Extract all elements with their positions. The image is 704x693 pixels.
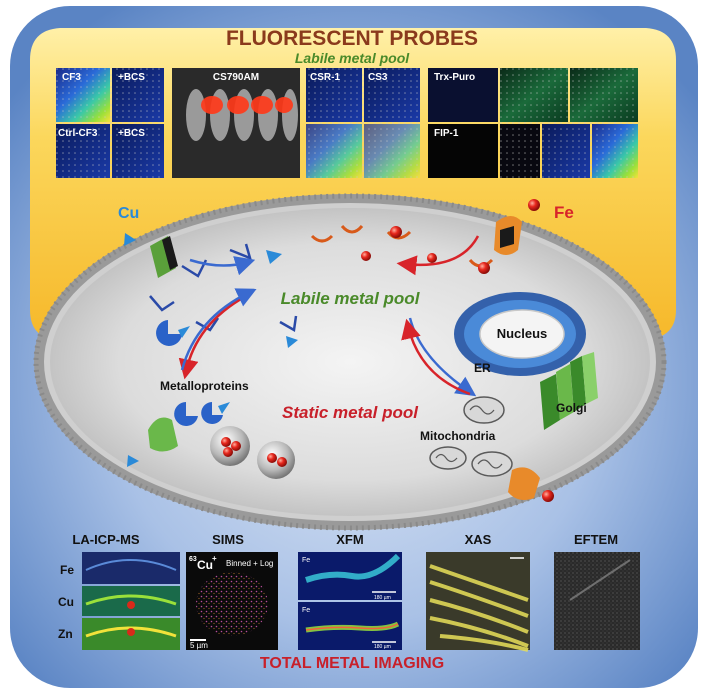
metalloprotein-icon [156,320,223,426]
copper-transporter-icon [150,236,178,278]
cf3-bcs-label: +BCS [118,72,145,83]
ctrl-bcs-label: +BCS [118,128,145,139]
golgi-icon [540,352,598,430]
labile-pool-subtitle: Labile metal pool [295,50,410,66]
la-cu-label: Cu [58,595,74,609]
sims-isotope-charge: + [212,554,217,563]
sims-note: Binned + Log [226,559,273,568]
xas-fibers [429,564,529,652]
xas-label: XAS [465,532,492,547]
eftem-label: EFTEM [574,532,618,547]
orange-transporter-lower-icon [508,467,540,500]
metalloproteins-label: Metalloproteins [160,379,249,393]
iron-ion-icon [528,199,540,211]
iron-ion-free [361,251,371,261]
copper-ion-icon-lower [127,455,139,467]
mitochondria-label: Mitochondria [420,429,496,443]
xfm-label-b: Fe [302,607,310,614]
mitochondria-icon [429,396,513,477]
probe-signal-row [201,96,293,114]
nucleus-er-group: Nucleus ER [454,292,586,376]
green-transporter-lower-icon [148,417,178,452]
iron-ion-free-b [427,253,437,263]
cu-uptake-arrow [189,256,256,276]
sims-label: SIMS [212,532,244,547]
nucleus-body [479,309,565,359]
xfm-label: XFM [336,532,363,547]
xfm-label-a: Fe [302,557,310,564]
cytoplasm [50,208,650,516]
la-fe-panel [82,552,180,584]
fip1-panel [428,124,498,178]
eftem-panel [554,552,640,650]
trx-texture [500,68,638,178]
fluorescent-probes-title: FLUORESCENT PROBES [226,27,478,50]
total-metal-imaging: LA-ICP-MS SIMS XFM XAS EFTEM Fe Cu Zn 63… [58,532,640,672]
iron-transporter-icon [494,216,522,255]
cs790am-label: CS790AM [213,72,259,83]
trx-puro-panel [428,68,498,122]
fe-label: Fe [554,203,574,222]
static-pool-label: Static metal pool [282,403,419,422]
la-zn-label: Zn [58,627,73,641]
xas-panel [426,552,530,650]
ctrl-cf3-label: Ctrl-CF3 [58,128,98,139]
la-fe-label: Fe [60,563,74,577]
csr1-texture [306,68,420,178]
iron-ion-cup-b [478,262,490,274]
iron-ion-icon-lower [542,490,554,502]
copper-chaperones [149,243,298,332]
cf3-texture [56,68,164,178]
iron-ion-cup [390,226,402,238]
golgi-label: Golgi [556,401,587,415]
xfm-scale-b: 180 µm [374,644,391,650]
cs790am-panel-group: CS790AM [172,68,300,178]
copper-ion-icon [124,233,136,246]
cell [33,193,667,531]
cf3-label: CF3 [62,72,81,83]
ferritin-cage-group [210,426,295,479]
labile-pool-label: Labile metal pool [281,289,421,308]
static-to-labile-arrow-left [180,288,257,371]
total-metal-imaging-title: TOTAL METAL IMAGING [260,655,444,672]
sims-isotope-symbol: Cu [197,558,213,572]
membrane-bilayer-heads [33,193,667,531]
trx-fip-panel-group: Trx-Puro FIP-1 [428,68,638,178]
la-icp-ms-label: LA-ICP-MS [72,532,139,547]
csr1-cs3-panel-group: CSR-1 CS3 [306,68,420,178]
nucleus-label: Nucleus [497,326,548,341]
iron-chaperones [310,224,494,268]
copper-ion-in-cell [266,250,282,264]
sims-signal [196,572,268,636]
xfm-scale-a: 180 µm [374,595,391,601]
copper-ion-in-cell-b [286,336,298,348]
cf3-panel-group: CF3 +BCS Ctrl-CF3 +BCS [56,68,164,178]
fe-uptake-arrow [396,235,480,276]
cu-label: Cu [118,205,139,222]
trx-puro-label: Trx-Puro [434,72,475,83]
sims-scale: 5 µm [190,641,208,650]
copper-ion-bound [178,326,190,338]
copper-ion-bound-b [218,402,230,414]
er-label: ER [474,361,491,375]
sims-isotope-mass: 63 [189,556,197,563]
csr1-label: CSR-1 [310,72,340,83]
fip1-label: FIP-1 [434,128,459,139]
static-to-labile-arrow-right [401,318,471,396]
cs3-label: CS3 [368,72,388,83]
